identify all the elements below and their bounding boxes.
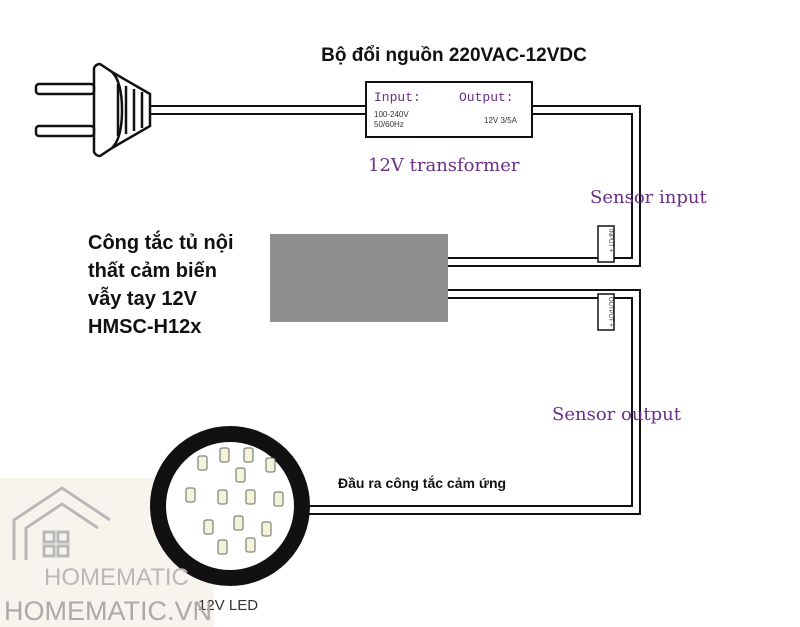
transformer-output-label: Output: [459, 90, 514, 105]
homematic-logo [12, 486, 111, 560]
sensor-input-label: Sensor input [590, 187, 707, 208]
input-connector-text: INPUT + [607, 229, 613, 253]
sensor-output-label: Sensor output [552, 404, 682, 425]
switch-output-label: Đầu ra công tắc cảm ứng [338, 474, 506, 491]
transformer-caption: 12V transformer [368, 155, 520, 176]
sensor-output-cable [300, 289, 641, 515]
sensor-input-cable [448, 105, 641, 267]
transformer-box [365, 81, 533, 138]
switch-label-line-2: thất cảm biến [88, 260, 217, 282]
watermark-site-text: HOMEMATIC.VN [4, 596, 212, 626]
power-plug [34, 62, 152, 158]
watermark-logo-text: HOMEMATIC [44, 564, 189, 591]
transformer-output-spec: 12V 3/5A [484, 116, 518, 125]
switch-label-line-3: vẫy tay 12V [88, 286, 198, 310]
output-connector-tag [597, 293, 615, 331]
led-chips [185, 447, 284, 555]
input-connector-tag [597, 225, 615, 263]
page-title: Bộ đổi nguồn 220VAC-12VDC [321, 45, 587, 66]
switch-label-line-4: HMSC-H12x [88, 316, 201, 338]
output-connector-text: OUTPUT + [607, 297, 613, 327]
switch-label-line-1: Công tắc tủ nội [88, 230, 234, 254]
transformer-input-spec-2: 50/60Hz [374, 120, 404, 129]
sensor-switch-box [270, 234, 448, 322]
transformer-input-spec-1: 100-240V [374, 110, 409, 119]
led-light [150, 426, 310, 586]
mains-cable [150, 105, 366, 115]
transformer-input-label: Input: [374, 90, 421, 105]
led-label: 12V LED [198, 597, 258, 614]
